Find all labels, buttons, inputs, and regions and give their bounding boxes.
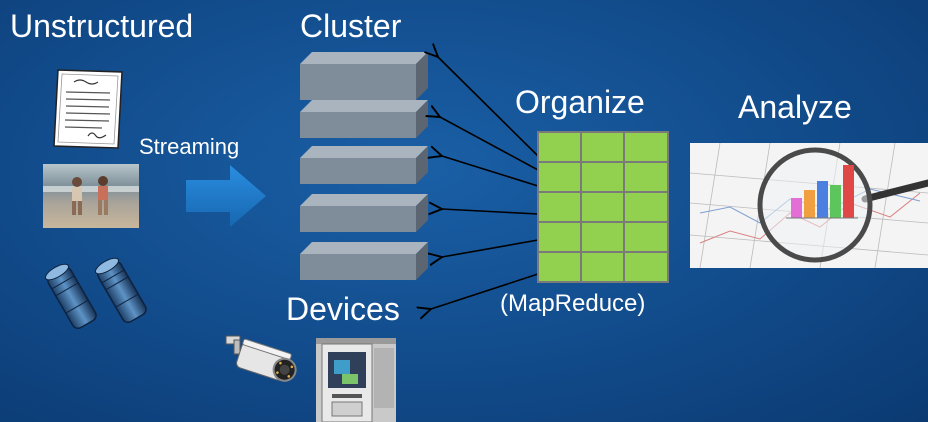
kiosk-device-icon [316, 338, 396, 422]
organize-label: Organize [515, 84, 645, 120]
sensors-icon [44, 257, 147, 330]
streaming-arrow-icon [186, 165, 266, 227]
unstructured-label: Unstructured [10, 8, 194, 44]
server-node-icon [300, 146, 428, 184]
data-grid-icon [537, 131, 669, 283]
document-icon [53, 69, 123, 149]
cluster-label: Cluster [300, 8, 402, 44]
beach-photo-icon [43, 164, 139, 228]
connector-arrow [442, 239, 539, 257]
mapreduce-label: (MapReduce) [500, 290, 646, 317]
server-node-icon [300, 100, 428, 138]
devices-label: Devices [286, 291, 400, 327]
connector-arrow [431, 273, 539, 309]
analyze-label: Analyze [738, 89, 852, 125]
server-node-icon [300, 52, 428, 100]
connector-arrow [442, 209, 539, 214]
security-camera-icon [225, 335, 297, 382]
magnifier-chart-icon [690, 143, 928, 268]
streaming-label: Streaming [139, 134, 240, 159]
server-node-icon [300, 242, 428, 280]
server-node-icon [300, 194, 428, 232]
connector-arrow [442, 156, 539, 187]
connector-arrow [440, 117, 539, 171]
connector-arrow [438, 57, 539, 157]
